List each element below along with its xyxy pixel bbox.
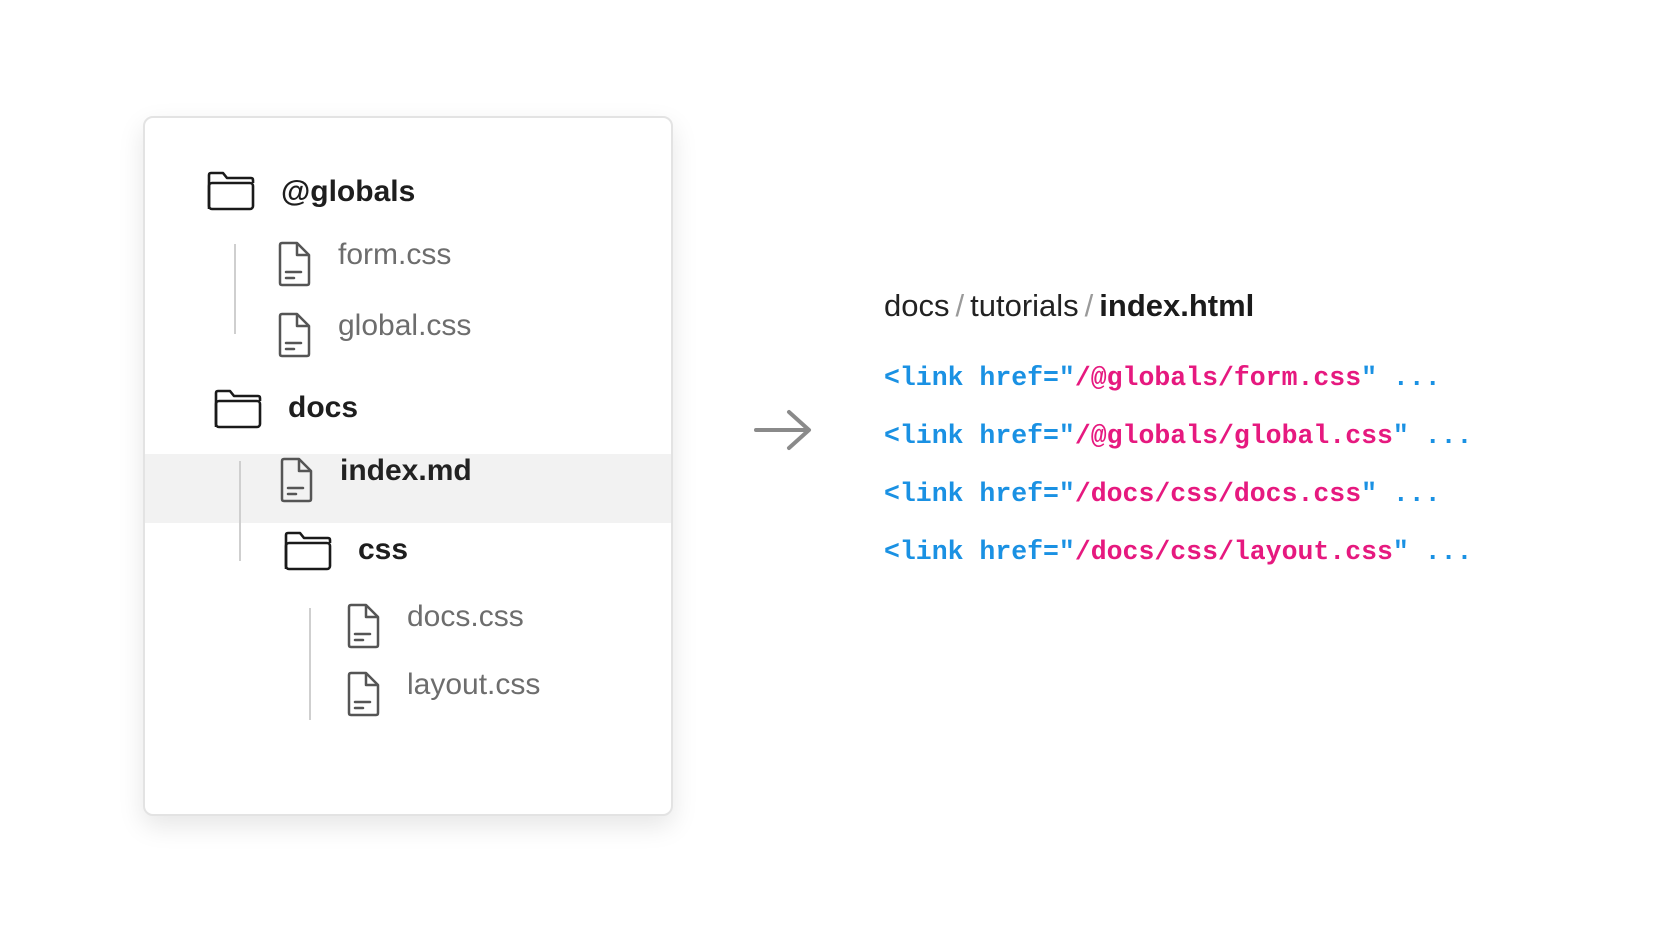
selected-row-highlight — [145, 454, 671, 523]
code-path: /@globals/global.css — [1074, 421, 1393, 451]
code-close: " ... — [1361, 479, 1441, 509]
file-icon — [345, 671, 381, 717]
code-path: /docs/css/docs.css — [1074, 479, 1362, 509]
arrow-right-icon — [754, 410, 811, 450]
breadcrumb-item-tutorials[interactable]: tutorials — [970, 288, 1079, 323]
code-tag: <link href=" — [884, 479, 1075, 509]
code-tag: <link href=" — [884, 537, 1075, 567]
breadcrumb: docs/tutorials/index.html — [884, 287, 1254, 325]
file-tree-panel: @globals form.css global.css docs index.… — [143, 116, 673, 816]
breadcrumb-item-docs[interactable]: docs — [884, 288, 950, 323]
breadcrumb-separator: / — [1084, 288, 1094, 323]
folder-label-docs: docs — [288, 391, 359, 424]
file-label-global-css: global.css — [338, 309, 472, 342]
code-close: " ... — [1392, 421, 1473, 451]
tree-guide-globals — [234, 244, 236, 334]
code-line: <link href="/docs/css/layout.css" ... — [884, 536, 1472, 568]
code-tag: <link href=" — [884, 421, 1075, 451]
code-close: " ... — [1361, 363, 1441, 393]
code-path: /docs/css/layout.css — [1074, 537, 1393, 567]
folder-label-css: css — [358, 533, 409, 566]
folder-label-globals: @globals — [281, 175, 416, 208]
file-icon — [345, 603, 381, 649]
code-line: <link href="/@globals/form.css" ... — [884, 362, 1441, 394]
code-line: <link href="/docs/css/docs.css" ... — [884, 478, 1441, 510]
breadcrumb-current: index.html — [1099, 288, 1255, 323]
tree-guide-docs — [239, 461, 241, 561]
folder-icon — [206, 170, 256, 212]
file-label-docs-css: docs.css — [407, 600, 524, 633]
file-label-layout-css: layout.css — [407, 668, 541, 701]
breadcrumb-separator: / — [955, 288, 965, 323]
folder-icon — [283, 530, 333, 572]
code-close: " ... — [1392, 537, 1473, 567]
file-icon — [276, 312, 312, 358]
code-path: /@globals/form.css — [1074, 363, 1362, 393]
file-icon — [276, 241, 312, 287]
file-label-form-css: form.css — [338, 238, 452, 271]
folder-icon — [213, 388, 263, 430]
file-icon — [278, 457, 314, 503]
file-label-index-md: index.md — [340, 454, 472, 487]
code-tag: <link href=" — [884, 363, 1075, 393]
tree-guide-css — [309, 608, 311, 720]
code-line: <link href="/@globals/global.css" ... — [884, 420, 1472, 452]
